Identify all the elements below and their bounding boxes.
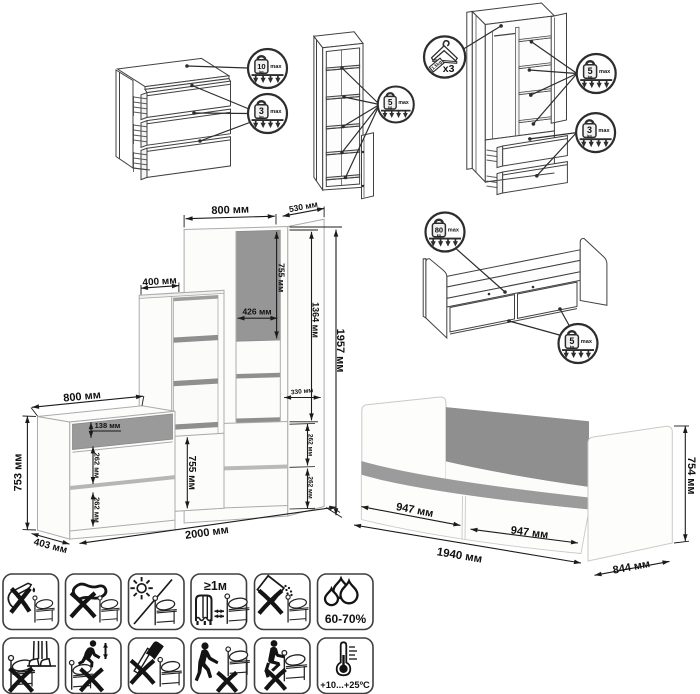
svg-text:1957 мм: 1957 мм [334, 329, 346, 373]
svg-text:max: max [448, 227, 460, 233]
svg-text:3: 3 [259, 106, 264, 116]
svg-text:262 мм: 262 мм [307, 476, 314, 498]
svg-text:max: max [598, 128, 610, 134]
svg-text:262 мм: 262 мм [92, 497, 101, 523]
svg-text:80: 80 [435, 225, 443, 234]
svg-text:kg: kg [570, 345, 575, 349]
svg-text:max: max [270, 109, 282, 115]
svg-text:1364 мм: 1364 мм [311, 302, 321, 338]
svg-text:800 мм: 800 мм [63, 389, 102, 405]
svg-text:60-70%: 60-70% [325, 612, 367, 626]
svg-text:kg: kg [437, 234, 442, 238]
svg-text:800 мм: 800 мм [211, 204, 249, 217]
svg-text:400 мм: 400 мм [142, 275, 177, 288]
svg-text:753 мм: 753 мм [13, 454, 25, 492]
svg-text:kg: kg [259, 115, 264, 119]
svg-text:138 мм: 138 мм [95, 421, 121, 430]
svg-text:754 мм: 754 мм [685, 457, 697, 495]
svg-text:330 мм: 330 мм [291, 387, 314, 396]
svg-text:262 мм: 262 мм [307, 434, 314, 456]
svg-text:755 мм: 755 мм [277, 263, 287, 292]
svg-text:5: 5 [569, 336, 574, 346]
svg-text:max: max [581, 339, 593, 345]
svg-text:max: max [270, 64, 282, 70]
svg-text:max: max [599, 69, 611, 75]
svg-text:kg: kg [259, 70, 264, 74]
svg-text:426 мм: 426 мм [242, 307, 271, 317]
svg-text:kg: kg [388, 106, 392, 110]
svg-text:262 мм: 262 мм [92, 453, 101, 479]
svg-text:x3: x3 [443, 63, 455, 75]
svg-text:5: 5 [588, 66, 593, 76]
svg-text:+10...+25ºС: +10...+25ºС [320, 680, 370, 690]
svg-text:755 мм: 755 мм [186, 456, 197, 490]
svg-text:10: 10 [257, 62, 265, 71]
svg-text:kg: kg [588, 75, 593, 79]
svg-text:kg: kg [587, 134, 592, 138]
svg-text:947 мм: 947 мм [510, 524, 549, 541]
svg-text:5: 5 [388, 97, 393, 107]
svg-text:3: 3 [587, 125, 592, 135]
svg-text:1.5kg: 1.5kg [431, 59, 443, 71]
svg-text:≥1м: ≥1м [204, 579, 227, 593]
svg-text:max: max [398, 100, 408, 106]
